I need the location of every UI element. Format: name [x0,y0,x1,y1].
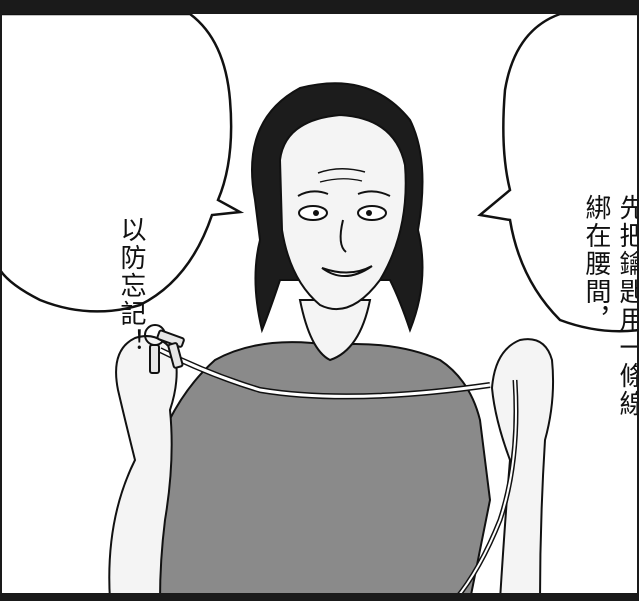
smile [321,265,373,277]
right-bubble-line-1: 先把鑰匙用一條線 [615,194,639,418]
right-bubble-line-2: 綁在腰間， [581,194,611,334]
face [278,113,407,310]
neck [298,299,372,362]
left-bubble-line-1: 以防忘記！ [116,216,146,356]
right-arm [490,338,555,601]
keys [144,324,185,374]
left-arm [108,335,178,601]
left-bubble-text: 以防忘記！ [80,88,182,356]
right-speech-bubble [477,12,639,333]
left-speech-bubble [0,12,245,313]
shirt [148,341,492,601]
right-bubble-text: 先把鑰匙用一條線 綁在腰間， [545,66,639,418]
